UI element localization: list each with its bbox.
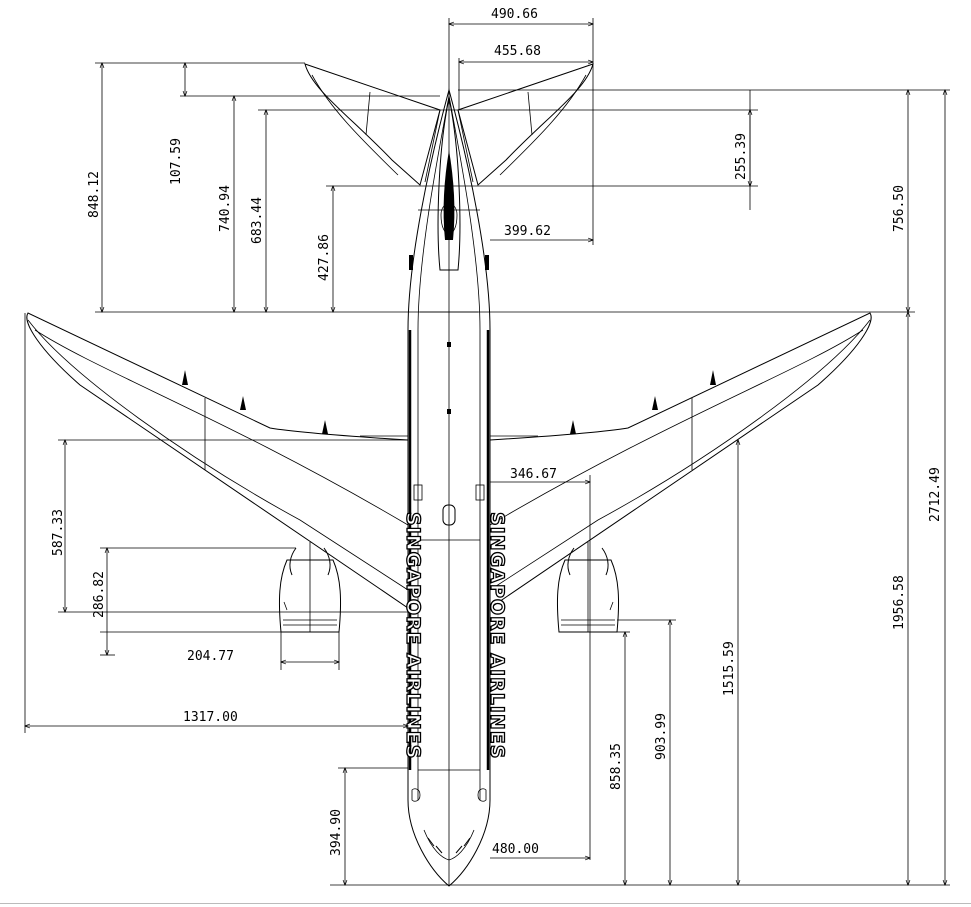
dim-tail-to-wing-427: 427.86: [317, 234, 332, 281]
right-horizontal-stabilizer: [457, 63, 594, 186]
bottom-rule: [0, 903, 971, 904]
dim-tail-to-wing-683: 683.44: [250, 197, 265, 244]
fuselage: [407, 88, 491, 887]
dim-nose-to-wing-root: 1515.59: [722, 641, 737, 696]
dim-wingtip-to-root-587: 587.33: [51, 509, 66, 556]
dim-fuselage-width-480: 480.00: [492, 842, 539, 857]
left-horizontal-stabilizer: [304, 63, 441, 186]
dim-nose-to-wingtip: 1956.58: [892, 575, 907, 630]
dim-stab-root-offset: 399.62: [504, 224, 551, 239]
dim-nose-to-engine-903: 903.99: [654, 713, 669, 760]
dimension-lines: [25, 18, 950, 885]
dim-engine-width: 204.77: [187, 649, 234, 664]
dim-engine-length: 286.82: [92, 571, 107, 618]
dimension-labels: 490.66 455.68 399.62 346.67 480.00 204.7…: [51, 7, 943, 857]
dim-stab-span-half: 455.68: [494, 44, 541, 59]
right-engine: [556, 542, 620, 633]
dim-half-span: 1317.00: [183, 710, 238, 725]
right-wing: [489, 312, 872, 609]
dim-tail-to-wing-740: 740.94: [218, 185, 233, 232]
dim-fuselage-width: 346.67: [510, 467, 557, 482]
dim-stab-root-255: 255.39: [734, 133, 749, 180]
dim-overall-length: 2712.49: [928, 467, 943, 522]
aircraft: SINGAPORE AIRLINES SINGAPORE AIRLINES: [26, 63, 872, 887]
livery-text: SINGAPORE AIRLINES SINGAPORE AIRLINES: [401, 511, 508, 760]
dim-tail-to-wing-848: 848.12: [87, 171, 102, 218]
dim-stab-tip-length: 107.59: [169, 138, 184, 185]
livery-left: SINGAPORE AIRLINES: [402, 512, 424, 759]
left-wing: [26, 312, 409, 609]
dim-stab-span-total: 490.66: [491, 7, 538, 22]
dim-nose-section: 394.90: [329, 809, 344, 856]
livery-right: SINGAPORE AIRLINES: [486, 512, 508, 759]
dim-tail-length-756: 756.50: [892, 185, 907, 232]
dim-nose-to-engine-858: 858.35: [609, 743, 624, 790]
